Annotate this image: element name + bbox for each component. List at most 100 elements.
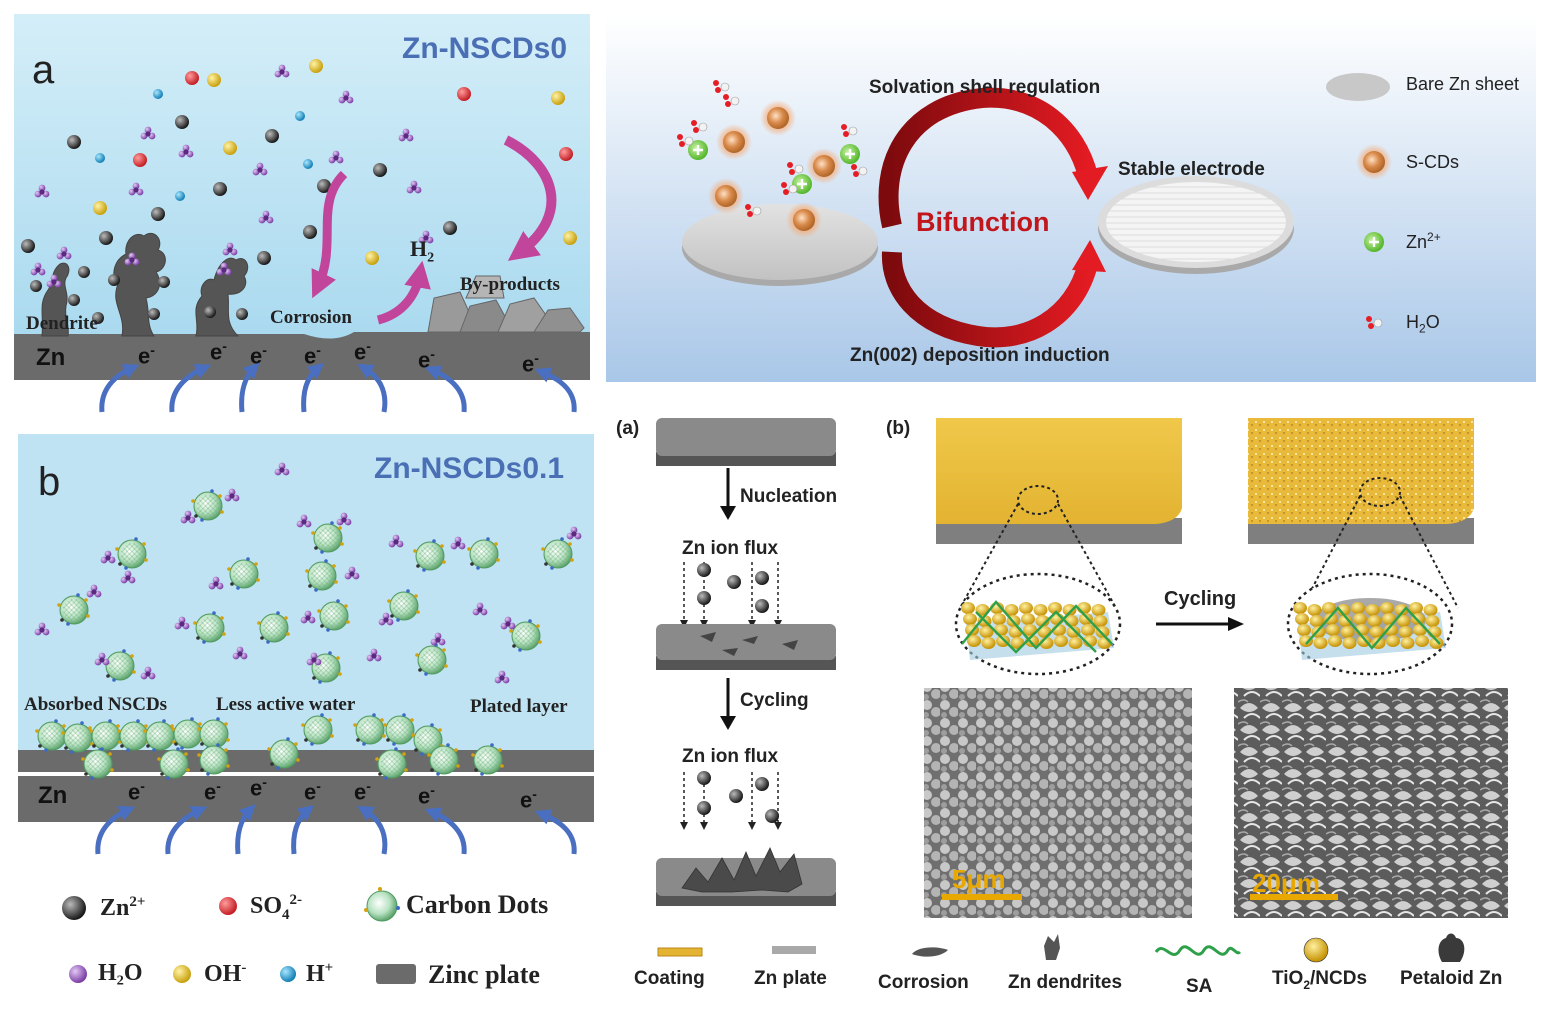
label-deposition: Zn(002) deposition induction xyxy=(850,345,1110,366)
legend-zn2-text: Zn xyxy=(100,895,130,921)
e-symbol: e xyxy=(210,339,223,365)
coating-sphere xyxy=(1423,604,1438,616)
panel-b: b Zn-NSCDs0.1 Absorbed NSCDs Less active… xyxy=(18,434,594,864)
electron-label: e- xyxy=(304,342,321,369)
electron-label: e- xyxy=(418,782,435,809)
panel-a-letter: a xyxy=(32,48,55,92)
coating-sphere xyxy=(1328,635,1342,647)
e-sup: - xyxy=(262,342,267,358)
coating-sphere xyxy=(1336,604,1351,616)
electron-label: e- xyxy=(304,778,321,805)
coating-sphere xyxy=(1008,626,1023,638)
coating-sphere xyxy=(1380,602,1394,614)
coating-sphere xyxy=(1369,626,1384,638)
coating-sphere xyxy=(1365,604,1380,616)
coating-sphere xyxy=(1081,624,1095,636)
coating-sphere xyxy=(992,613,1006,625)
label-flux-1: Zn ion flux xyxy=(682,538,779,559)
legend-bare-zn: Bare Zn sheet xyxy=(1406,74,1520,94)
coating-sphere xyxy=(1394,604,1409,616)
top-right-graphic xyxy=(606,16,1536,382)
legend-hplus-text: H xyxy=(306,961,325,987)
e-sup: - xyxy=(366,778,371,794)
panel-small-b: (b) Cycling 5μm 20μm xyxy=(886,412,1536,922)
legend-carbon-dots: Carbon Dots xyxy=(406,890,549,919)
panel-small-b-graphic xyxy=(924,418,1508,918)
label-absorbed-nscds: Absorbed NSCDs xyxy=(24,694,168,715)
coating-sphere xyxy=(1400,637,1415,649)
legend-hplus-sup: + xyxy=(324,960,334,976)
scale-bar-2: 20μm xyxy=(1252,868,1320,898)
e-sup: - xyxy=(316,778,321,794)
e-symbol: e xyxy=(204,779,217,805)
e-sup: - xyxy=(150,342,155,358)
label-bifunction: Bifunction xyxy=(916,207,1050,237)
e-sup: - xyxy=(216,778,221,794)
coating-sphere xyxy=(1342,637,1357,649)
electron-label: e- xyxy=(138,342,155,369)
electron-label: e- xyxy=(250,342,267,369)
coating-sphere xyxy=(1295,613,1309,625)
legend-zn2-right: Zn2+ xyxy=(1406,230,1441,253)
scale-bar-1: 5μm xyxy=(952,864,1006,894)
coating-sphere xyxy=(1297,624,1311,636)
coating-sphere xyxy=(1409,602,1423,614)
coating-sphere xyxy=(1340,626,1355,638)
electron-arrows-a xyxy=(99,362,577,413)
coating-sphere xyxy=(1351,602,1365,614)
panel-small-a-graphic xyxy=(656,418,836,906)
legend-zn2-right-sup: 2+ xyxy=(1427,230,1441,244)
coating-sphere xyxy=(1004,604,1019,616)
h2-sub: 2 xyxy=(427,250,435,266)
legend-tio2-sub: 2 xyxy=(1303,977,1311,992)
coating-sphere xyxy=(961,602,975,614)
coating-sphere xyxy=(1093,615,1108,627)
legend-left: Zn2+ SO42- Carbon Dots H₂O OH- H+ Zinc p… xyxy=(40,880,600,1000)
electron-label: e- xyxy=(522,350,539,377)
e-symbol: e xyxy=(522,351,535,377)
coating-sphere xyxy=(1019,602,1033,614)
coating-sphere xyxy=(1035,615,1050,627)
coating-sphere xyxy=(994,624,1008,636)
legend-oh-text: OH xyxy=(204,961,242,987)
panel-b-title: Zn-NSCDs0.1 xyxy=(374,452,565,485)
electron-label: e- xyxy=(128,778,145,805)
coating-sphere xyxy=(1313,637,1328,649)
e-sup: - xyxy=(534,350,539,366)
coating-sphere xyxy=(1054,635,1068,647)
dendrite-balls xyxy=(30,252,248,324)
panel-a-graphic xyxy=(14,14,590,413)
panel-b-letter: b xyxy=(38,460,61,504)
legend-tio2-text: TiO xyxy=(1272,968,1304,989)
legend-zn-plate: Zn plate xyxy=(754,968,827,989)
coating-sphere xyxy=(1062,604,1077,616)
legend-oh: OH- xyxy=(204,960,246,988)
legend-zn2-sup: 2+ xyxy=(129,894,146,910)
h2-text: H xyxy=(410,236,428,261)
label-cycling-b: Cycling xyxy=(1164,588,1237,610)
coating-sphere xyxy=(1091,604,1106,616)
legend-zinc-plate: Zinc plate xyxy=(428,960,540,989)
legend-corrosion: Corrosion xyxy=(878,972,969,993)
e-symbol: e xyxy=(304,343,317,369)
label-zn-a: Zn xyxy=(36,344,66,371)
coating-sphere xyxy=(1384,624,1398,636)
label-solvation: Solvation shell regulation xyxy=(869,77,1101,98)
electron-label: e- xyxy=(354,338,371,365)
coating-sphere xyxy=(1066,626,1081,638)
e-sup: - xyxy=(532,786,537,802)
coating-sphere xyxy=(1415,635,1429,647)
legend-bottom: Coating Zn plate Corrosion Zn dendrites … xyxy=(612,928,1542,1008)
green-chains xyxy=(961,600,1441,654)
legend-so4-sub: 4 xyxy=(282,906,290,923)
coating-sphere xyxy=(1429,637,1444,649)
coating-sphere xyxy=(1413,624,1427,636)
label-byproducts: By-products xyxy=(460,274,560,295)
legend-zn2-right-text: Zn xyxy=(1406,232,1428,252)
coating-sphere xyxy=(1353,613,1367,625)
coating-sphere xyxy=(1326,624,1340,636)
coating-sphere xyxy=(979,626,994,638)
electron-label: e- xyxy=(418,346,435,373)
e-symbol: e xyxy=(354,339,367,365)
coating-sphere xyxy=(1367,615,1382,627)
